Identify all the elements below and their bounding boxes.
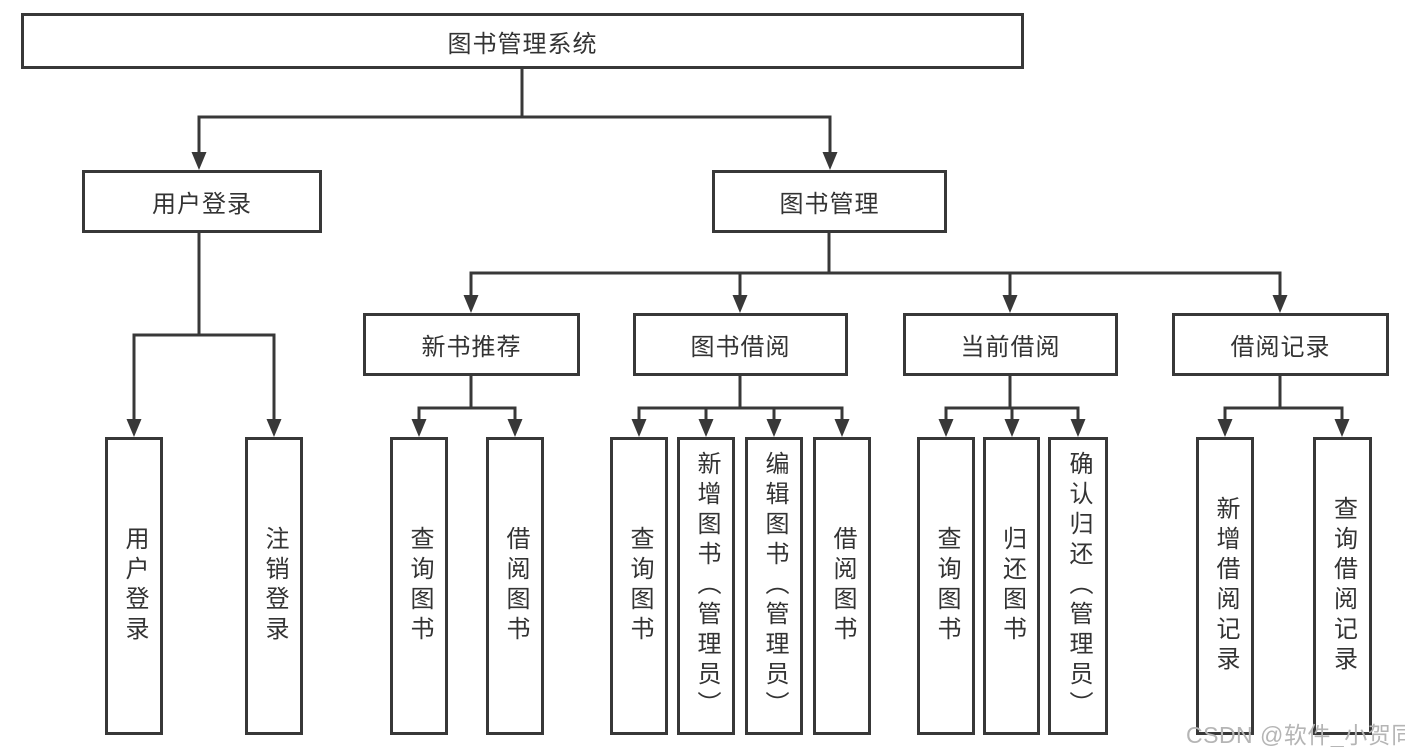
node-label: 当前借阅 [960, 334, 1061, 361]
connector-new-book-recommend [411, 376, 523, 437]
node-borrow-records: 借阅记录 [1172, 313, 1389, 376]
node-label: 新书推荐 [421, 334, 522, 361]
leaf-recommend-borrow-book: 借阅图书 [486, 437, 544, 735]
node-book-management: 图书管理 [712, 170, 947, 233]
leaf-borrow-edit-book-admin: 编辑图书（管理员） [745, 437, 803, 735]
leaf-recommend-query-book: 查询图书 [390, 437, 448, 735]
leaf-user-login: 用户登录 [105, 437, 163, 735]
node-label: 用户登录 [152, 191, 252, 218]
node-user-login: 用户登录 [82, 170, 322, 233]
leaf-label: 注销登录 [261, 526, 288, 646]
leaf-logout-login: 注销登录 [245, 437, 303, 735]
node-label: 图书管理 [779, 191, 880, 218]
leaf-label: 查询图书 [406, 526, 433, 646]
leaf-label: 编辑图书（管理员） [761, 451, 788, 721]
connector-book-management [463, 233, 1288, 313]
leaf-label: 查询图书 [933, 526, 960, 646]
leaf-borrow-borrow-book: 借阅图书 [813, 437, 871, 735]
node-label: 图书借阅 [690, 334, 791, 361]
connector-root [191, 69, 838, 170]
leaf-label: 新增图书（管理员） [693, 451, 720, 721]
node-library-management-system: 图书管理系统 [21, 13, 1024, 69]
leaf-label: 归还图书 [998, 526, 1026, 646]
leaf-current-confirm-return-admin: 确认归还（管理员） [1048, 437, 1108, 735]
leaf-label: 借阅图书 [502, 526, 529, 646]
leaf-label: 查询借阅记录 [1329, 496, 1357, 676]
leaf-current-return-book: 归还图书 [983, 437, 1040, 735]
leaf-label: 用户登录 [121, 526, 148, 646]
leaf-current-query-book: 查询图书 [917, 437, 975, 735]
leaf-label: 查询图书 [626, 526, 653, 646]
node-label: 图书管理系统 [447, 30, 598, 58]
node-new-book-recommend: 新书推荐 [363, 313, 580, 376]
node-current-borrow: 当前借阅 [903, 313, 1118, 376]
connector-borrow-records [1217, 376, 1350, 437]
connector-book-borrow [631, 376, 850, 437]
csdn-watermark: CSDN @软件_小贺同学 [1186, 722, 1405, 747]
node-label: 借阅记录 [1230, 334, 1331, 361]
leaf-label: 借阅图书 [829, 526, 856, 646]
connector-user-login [126, 233, 282, 437]
node-book-borrow: 图书借阅 [633, 313, 848, 376]
leaf-borrow-query-book: 查询图书 [610, 437, 668, 735]
leaf-records-query-record: 查询借阅记录 [1313, 437, 1372, 735]
leaf-label: 新增借阅记录 [1212, 496, 1239, 676]
leaf-records-add-record: 新增借阅记录 [1196, 437, 1254, 735]
connector-current-borrow [938, 376, 1086, 437]
leaf-borrow-add-book-admin: 新增图书（管理员） [677, 437, 735, 735]
leaf-label: 确认归还（管理员） [1065, 451, 1092, 721]
